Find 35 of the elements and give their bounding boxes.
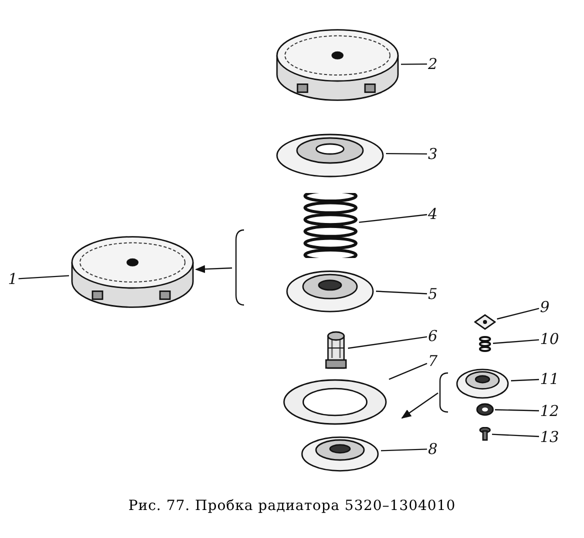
callout-number: 10 <box>540 330 560 348</box>
plate-drawing <box>474 314 496 330</box>
valve-stem-drawing <box>325 330 347 370</box>
callout-number: 12 <box>540 402 560 420</box>
rivet-drawing <box>479 427 491 441</box>
spring-drawing <box>303 193 358 258</box>
callout-number: 5 <box>428 285 438 303</box>
leader-line <box>18 275 70 280</box>
leader-line <box>380 448 428 452</box>
callout-number: 13 <box>540 428 560 446</box>
figure-caption: Рис. 77. Пробка радиатора 5320–1304010 <box>128 498 456 514</box>
callout-number: 9 <box>540 298 550 316</box>
leader-line <box>358 214 428 223</box>
leader-line <box>401 63 427 65</box>
gasket-drawing <box>282 378 388 426</box>
leader-line <box>492 339 540 344</box>
callout-number: 11 <box>540 370 560 388</box>
leader-line <box>386 152 427 155</box>
leader-line <box>376 290 428 294</box>
leader-line <box>348 336 428 349</box>
callout-number: 3 <box>428 145 438 163</box>
arrow <box>195 265 232 274</box>
callout-number: 8 <box>428 440 438 458</box>
washer-drawing <box>476 403 494 416</box>
leader-line <box>388 362 428 380</box>
callout-number: 6 <box>428 327 438 345</box>
leader-line <box>510 378 540 382</box>
callout-number: 4 <box>428 205 438 223</box>
leader-line <box>494 409 540 412</box>
callout-number: 7 <box>428 352 438 370</box>
spring-drawing <box>478 336 492 352</box>
leader-line <box>492 434 540 438</box>
leader-line <box>496 308 540 320</box>
callout-number: 1 <box>8 270 18 288</box>
callout-number: 2 <box>428 55 438 73</box>
